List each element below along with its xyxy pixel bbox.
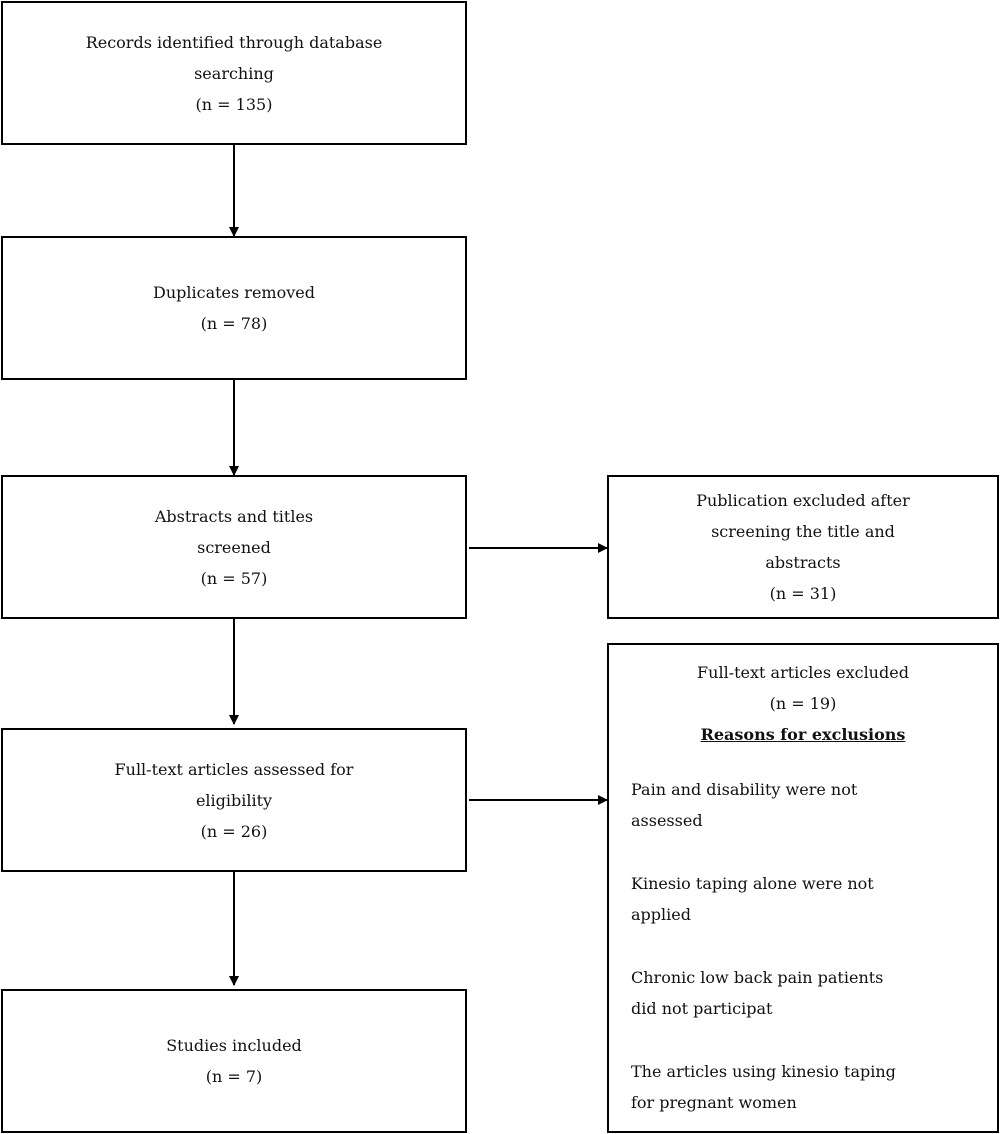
screened-line-1: Abstracts and titles [154, 506, 314, 526]
reason-item-4: The articles using kinesio taping for pr… [609, 1056, 997, 1118]
excluded-screening-line-2: screening the title and [711, 522, 895, 541]
reason-item-1: Pain and disability were not assessed [609, 774, 997, 836]
screened-count: (n = 57) [200, 568, 268, 588]
reason-item-2: Kinesio taping alone were not applied [609, 868, 997, 930]
reason-2-line-1: Kinesio taping alone were not [631, 874, 874, 893]
screened-box: Abstracts and titles screened (n = 57) [1, 475, 467, 619]
excluded-screening-line-3: abstracts [765, 553, 841, 572]
screened-line-2: screened [197, 537, 271, 557]
duplicates-removed-box: Duplicates removed (n = 78) [1, 236, 467, 380]
included-line-1: Studies included [166, 1036, 302, 1055]
assessed-box: Full-text articles assessed for eligibil… [1, 728, 467, 872]
assessed-count: (n = 26) [200, 821, 268, 841]
duplicates-count: (n = 78) [200, 314, 268, 333]
reason-3-line-1: Chronic low back pain patients [631, 968, 884, 987]
excluded-screening-count: (n = 31) [769, 584, 837, 603]
reason-item-3: Chronic low back pain patients did not p… [609, 962, 997, 1024]
records-line-2: searching [194, 63, 274, 83]
assessed-line-2: eligibility [195, 790, 273, 810]
assessed-line-1: Full-text articles assessed for [114, 759, 354, 779]
records-count: (n = 135) [195, 94, 273, 114]
reason-1-line-1: Pain and disability were not [631, 780, 858, 799]
reason-3-line-2: did not participat [631, 999, 773, 1018]
reasons-title: Reasons for exclusions [700, 725, 906, 744]
excluded-fulltext-box: Full-text articles excluded (n = 19) Rea… [607, 643, 999, 1133]
records-line-1: Records identified through database [85, 32, 383, 52]
excluded-fulltext-count: (n = 19) [769, 694, 837, 713]
reason-2-line-2: applied [631, 905, 691, 924]
included-count: (n = 7) [205, 1067, 263, 1086]
duplicates-line-1: Duplicates removed [153, 283, 315, 302]
excluded-screening-box: Publication excluded after screening the… [607, 475, 999, 619]
studies-included-box: Studies included (n = 7) [1, 989, 467, 1133]
records-identified-box: Records identified through database sear… [1, 1, 467, 145]
reason-4-line-2: for pregnant women [631, 1093, 797, 1112]
excluded-screening-line-1: Publication excluded after [696, 491, 910, 510]
reason-4-line-1: The articles using kinesio taping [631, 1062, 896, 1081]
excluded-fulltext-line-1: Full-text articles excluded [697, 663, 909, 682]
reason-1-line-2: assessed [631, 811, 703, 830]
